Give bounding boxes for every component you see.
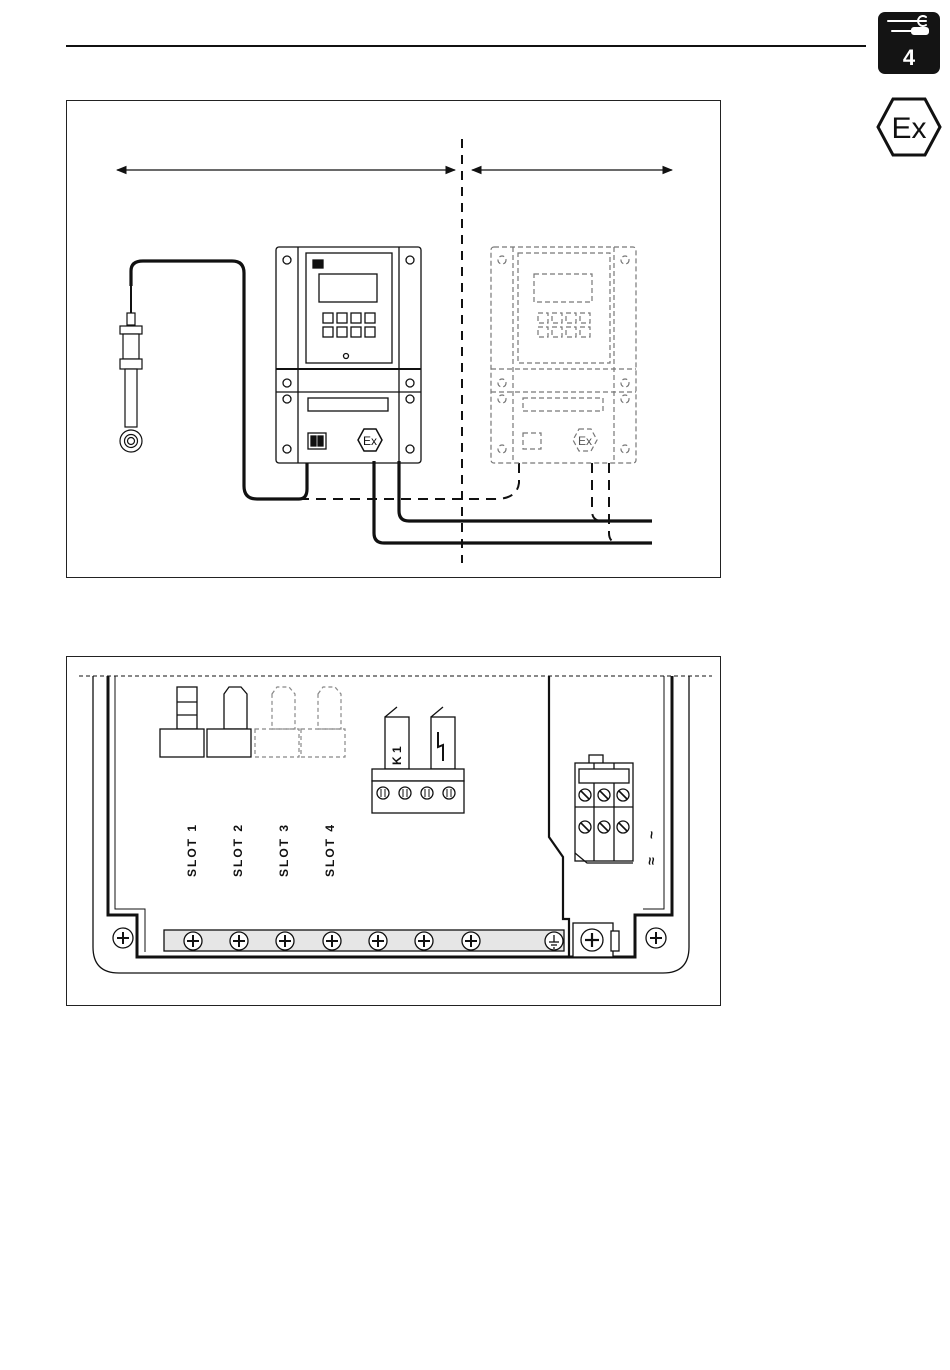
transmitter (276, 247, 421, 463)
chapter-number: 4 (878, 45, 940, 71)
remote-transmitter-ex-label: Ex (578, 434, 592, 448)
slot-connector-4 (301, 687, 345, 757)
sensor-cable-remote (299, 463, 519, 499)
supply-cable-1 (399, 461, 652, 521)
ac-symbol: ~ (643, 831, 659, 839)
terminal-compartment-figure: SLOT 1 SLOT 2 SLOT 3 SLOT 4 K 1 (66, 656, 721, 1006)
power-terminal-block (575, 755, 633, 863)
corner-screw-left (113, 928, 133, 948)
remote-cable-2 (609, 463, 619, 543)
earth-bus-bar (164, 930, 564, 951)
transmitter-ex-label: Ex (363, 434, 377, 448)
slot-label-2: SLOT 2 (231, 823, 245, 877)
ex-hazard-icon: Ex (876, 96, 942, 158)
earth-clamp (573, 923, 619, 957)
terminal-compartment-diagram: SLOT 1 SLOT 2 SLOT 3 SLOT 4 K 1 (67, 657, 722, 1007)
corner-screw-right (646, 928, 666, 948)
sensor (120, 284, 142, 452)
installation-diagram: Ex (67, 101, 722, 579)
slot-label-1: SLOT 1 (185, 823, 199, 877)
inner-wall-right-thin (643, 676, 664, 909)
earth-lead (549, 676, 569, 957)
remote-cable-1 (592, 463, 602, 521)
inner-wall-left-thin (115, 676, 145, 952)
remote-transmitter (491, 247, 636, 463)
slot-connector-1 (160, 687, 204, 757)
ex-hazard-text: Ex (891, 112, 926, 145)
supply-cable-2 (374, 461, 652, 543)
slot-connector-2 (207, 687, 251, 757)
relay-label: K 1 (390, 746, 404, 765)
installation-figure: Ex (66, 100, 721, 578)
chapter-badge: 4 (878, 12, 940, 74)
approx-symbol: ≈ (643, 857, 659, 865)
slot-label-3: SLOT 3 (277, 823, 291, 877)
header-rule (66, 45, 866, 47)
relay-terminal-block (372, 707, 464, 813)
slot-label-4: SLOT 4 (323, 823, 337, 877)
slot-connector-3 (255, 687, 299, 757)
tools-icon (878, 12, 940, 42)
